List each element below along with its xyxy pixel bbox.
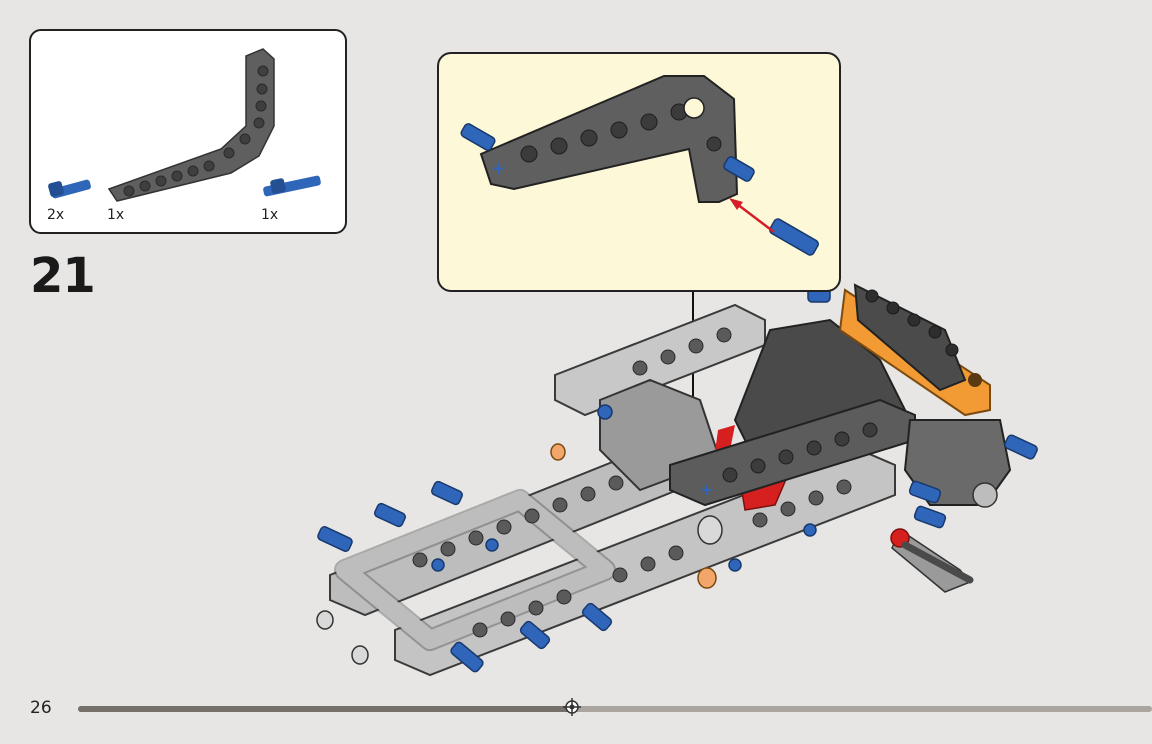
blue-pins [317,287,1038,673]
sub-assembly-callout: + [437,52,841,292]
insert-arrow-icon [729,198,775,233]
progress-bar-fill [78,706,572,712]
svg-text:+: + [491,158,506,179]
svg-text:+: + [700,480,713,499]
orange-bushings [550,443,717,589]
quantity-label: 1x [107,207,125,223]
callout-blue-pins [460,123,819,256]
progress-marker-icon [563,698,581,716]
page-number: 26 [30,698,52,718]
progress-bar [78,706,1152,712]
quantity-label: 2x [47,207,65,223]
blue-long-axle-pin-icon [263,175,321,197]
quantity-label: 1x [261,207,279,223]
parts-list-panel: 2x 1x 1x [29,29,347,234]
callout-art: + [460,75,819,256]
blue-axle-pin-icon [48,179,91,199]
orange-beam [838,283,991,417]
parts-list-art [48,48,321,202]
bushings [316,515,723,665]
gray-bent-beam-icon [107,48,275,202]
step-number: 21 [30,248,96,304]
callout-l-beam: + [479,75,739,203]
axle [901,541,974,584]
